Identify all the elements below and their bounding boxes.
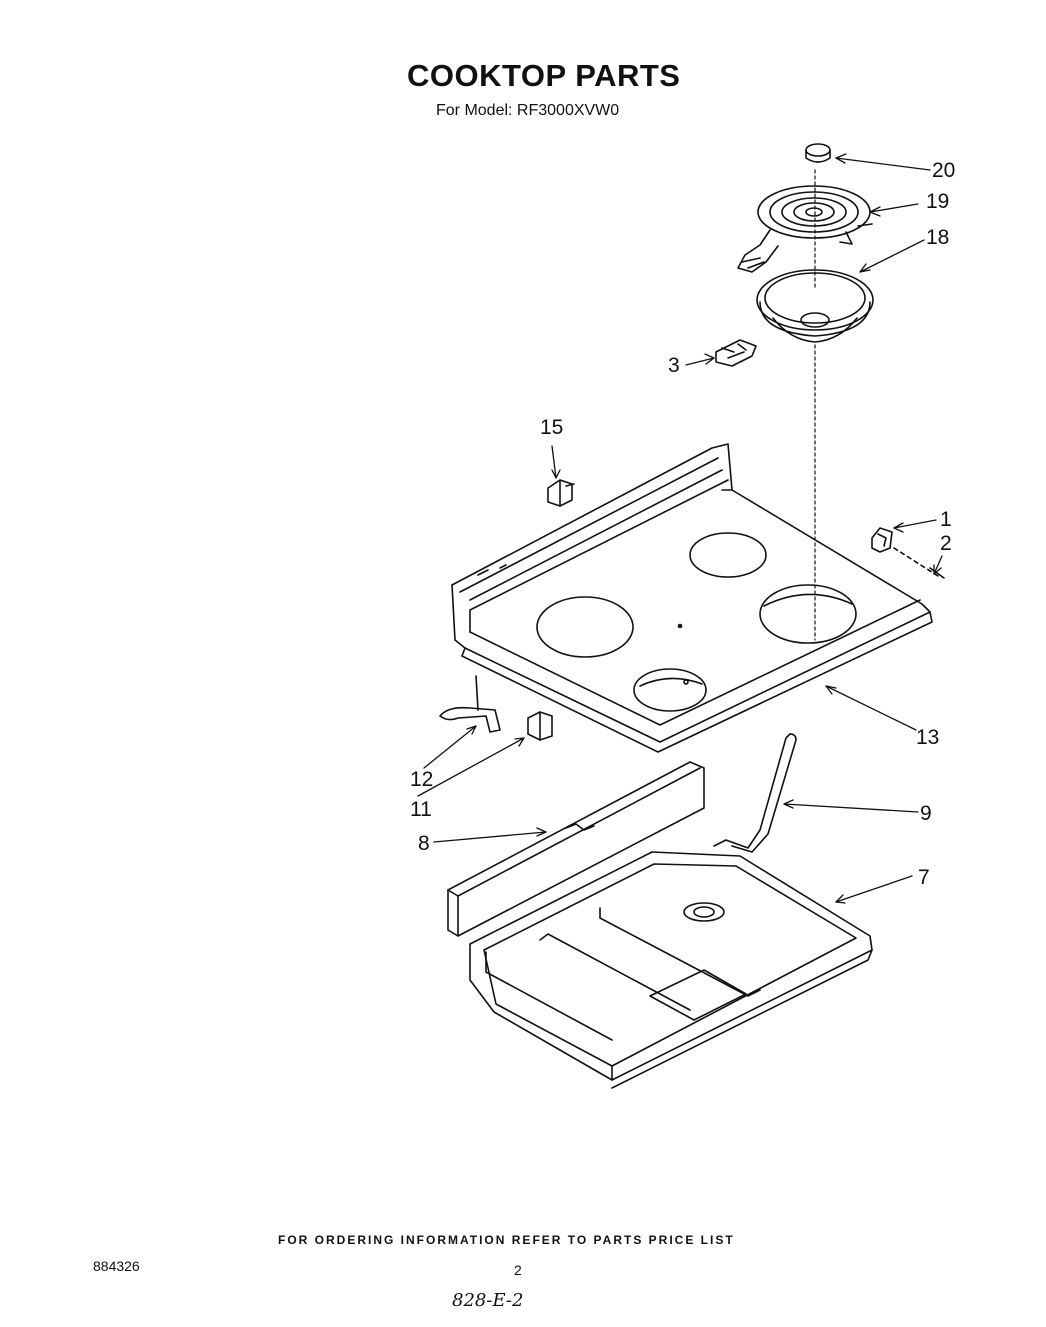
page-number: 2 — [514, 1262, 522, 1278]
document-number: 884326 — [93, 1258, 140, 1274]
part-3-receptacle — [715, 339, 757, 367]
callout-8: 8 — [418, 832, 430, 855]
part-12-hinge — [439, 675, 501, 733]
part-2-screw — [893, 547, 945, 579]
handwritten-note: 828-E-2 — [452, 1290, 524, 1311]
part-11-hinge — [527, 711, 553, 741]
part-8-front-channel — [447, 761, 705, 937]
callout-20: 20 — [932, 159, 955, 182]
part-9-rod — [713, 733, 797, 853]
callout-13: 13 — [916, 726, 939, 749]
page-title: COOKTOP PARTS — [407, 58, 681, 93]
part-18-drip-bowl — [756, 269, 874, 343]
callout-1: 1 — [940, 508, 952, 531]
part-19-surface-element — [737, 185, 873, 273]
callout-7: 7 — [918, 866, 930, 889]
part-15-clip — [547, 479, 575, 507]
part-13-cooktop — [451, 443, 933, 753]
callout-15: 15 — [540, 416, 563, 439]
part-1-clip — [871, 527, 893, 553]
leader-lines — [417, 153, 943, 904]
part-7-drip-tray — [469, 851, 873, 1089]
model-subtitle: For Model: RF3000XVW0 — [436, 102, 620, 119]
ordering-info-footer: FOR ORDERING INFORMATION REFER TO PARTS … — [278, 1233, 735, 1247]
callout-11: 11 — [410, 798, 432, 821]
callout-9: 9 — [920, 802, 932, 825]
callout-19: 19 — [926, 190, 949, 213]
callout-2: 2 — [940, 532, 952, 555]
callout-12: 12 — [410, 768, 433, 791]
callout-18: 18 — [926, 226, 949, 249]
part-20-cap — [805, 143, 831, 163]
callout-3: 3 — [668, 354, 680, 377]
